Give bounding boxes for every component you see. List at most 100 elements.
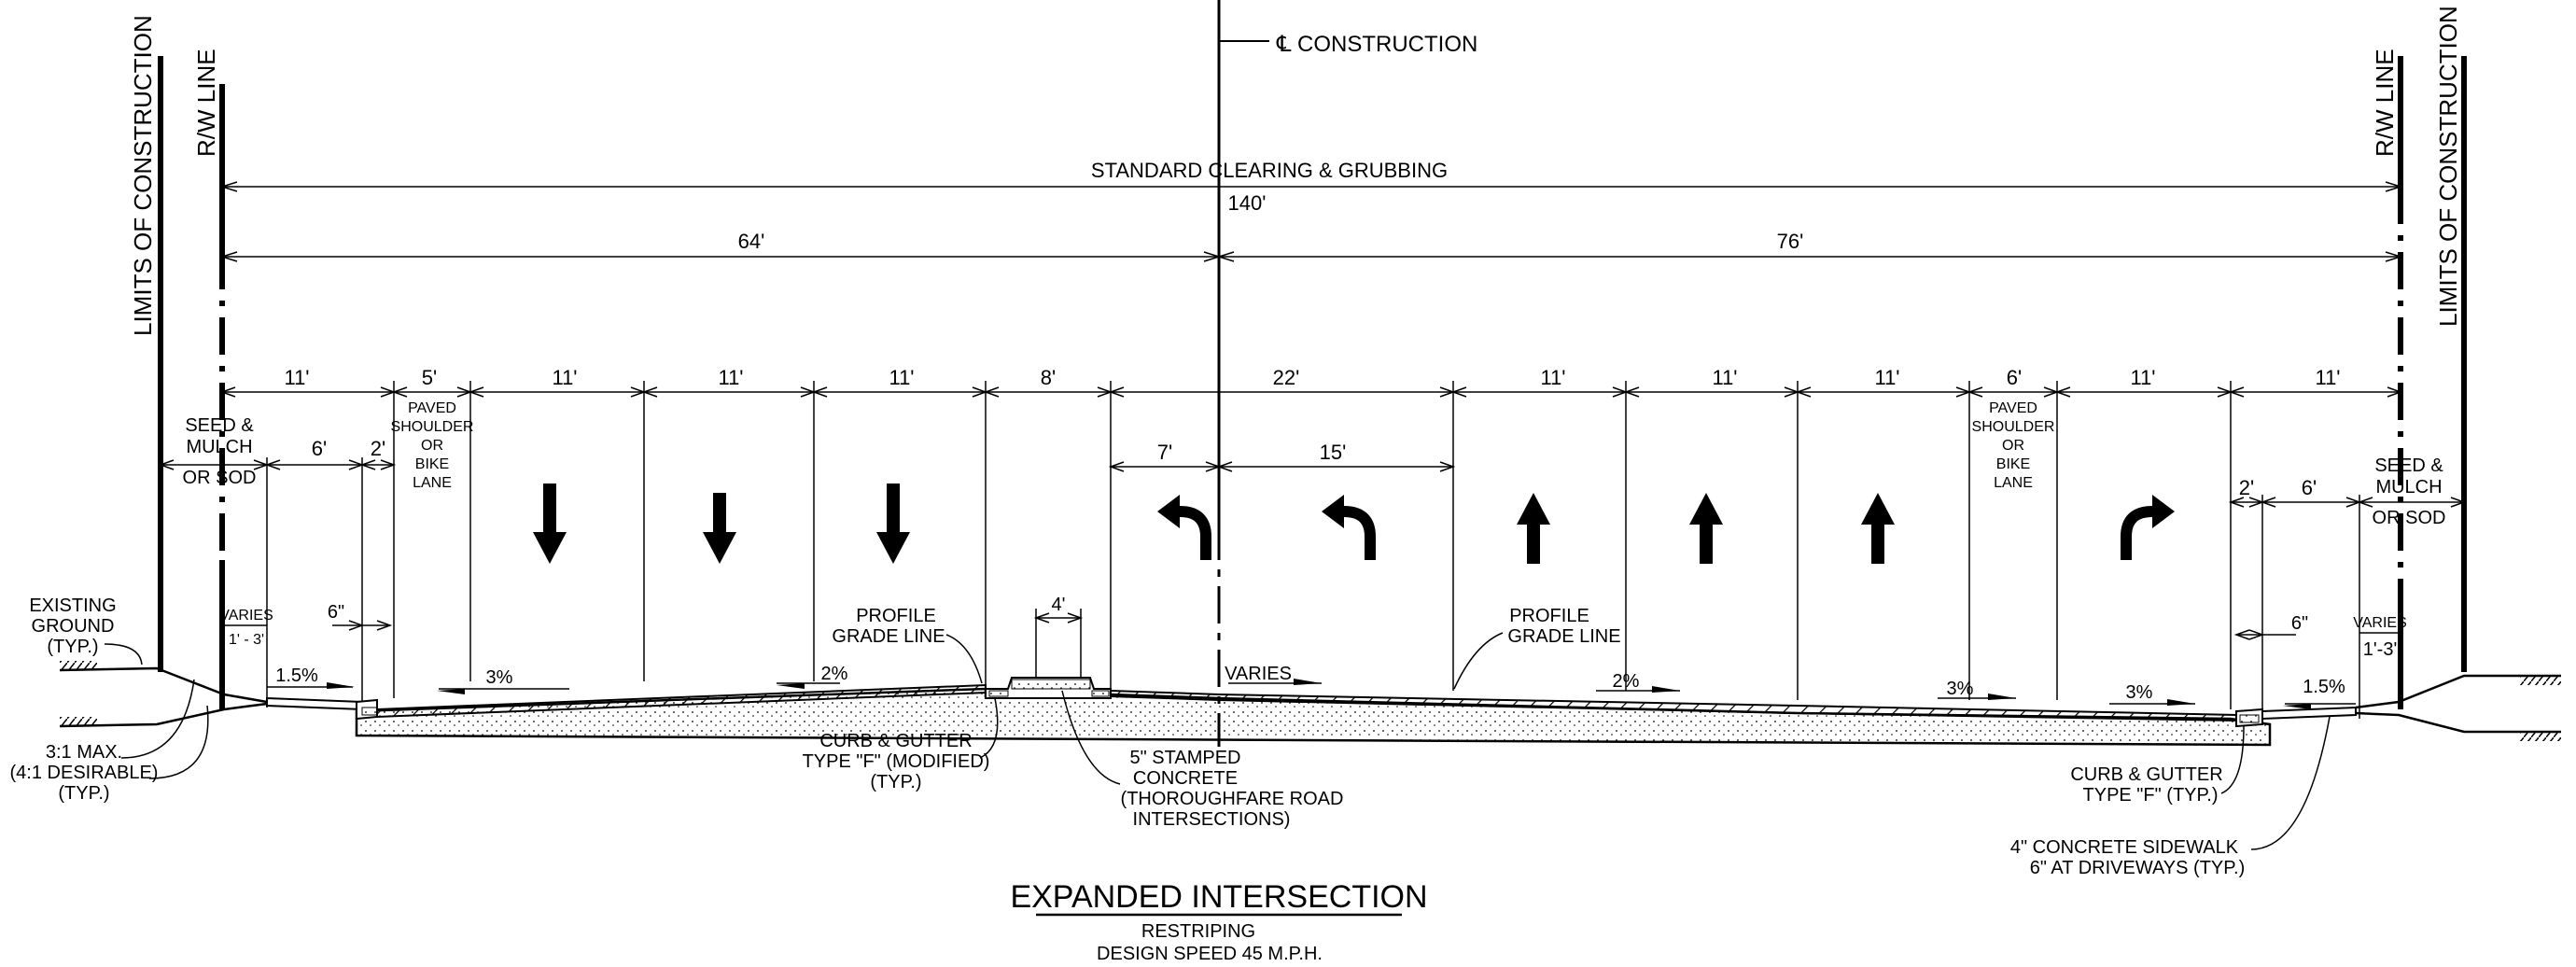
median-dim-label: 4': [1052, 595, 1066, 615]
seed-left-line1: SEED &: [185, 415, 254, 436]
slope-right-outer1-label: 3%: [1947, 679, 1974, 699]
median-curb: [985, 677, 1112, 699]
curb-left-line1: CURB & GUTTER: [819, 731, 972, 751]
lane-dim-13: 11': [2315, 366, 2340, 389]
sidewalk-right: [2261, 706, 2357, 721]
slope-note: 3:1 MAX. (4:1 DESIRABLE) (TYP.): [10, 679, 209, 804]
slope-right-outer2-label: 3%: [2126, 682, 2153, 703]
lane-dim-2: 5': [422, 366, 437, 389]
turn-dim-7: 7': [1157, 441, 1172, 464]
shoulder-right-line1: PAVED: [1989, 400, 2037, 416]
limits-left-label: LIMITS OF CONSTRUCTION: [129, 15, 157, 336]
shoulder-left-line1: PAVED: [408, 400, 456, 416]
centerline-symbol: ℄: [1276, 32, 1292, 57]
curb-gutter-right: [2235, 708, 2263, 728]
slope-right-outer2: 3%: [2109, 682, 2195, 706]
slope-left-outer: 1.5%: [267, 666, 355, 689]
seed-right-label: SEED & MULCH OR SOD: [2373, 455, 2446, 528]
varies-left-dim: VARIES 1' - 3': [219, 608, 273, 648]
curb-gutter-left: [356, 698, 378, 721]
slope-left-inner-label: 2%: [821, 664, 848, 684]
turn-dimension: [1108, 461, 1456, 472]
shoulder-left-label: PAVED SHOULDER OR BIKE LANE: [391, 400, 474, 491]
sub-dim-left-6: 6': [312, 437, 327, 460]
curb-right-dim-label: 6": [2291, 613, 2308, 634]
seed-left-line3: OR SOD: [183, 468, 257, 488]
lane-dim-5: 11': [889, 366, 914, 389]
slope-note-line2: (4:1 DESIRABLE): [10, 763, 159, 783]
seed-left-line2: MULCH: [186, 437, 252, 457]
curb-right-note: CURB & GUTTER TYPE "F" (TYP.): [2070, 725, 2245, 806]
varies-right-line2: 1'-3': [2363, 639, 2398, 660]
stamped-line3: (THOROUGHFARE ROAD: [1121, 789, 1344, 809]
curb-right-line2: TYPE "F" (TYP.): [2083, 785, 2219, 806]
down-arrow-3: [876, 484, 910, 564]
slope-left-outer-label: 1.5%: [275, 666, 318, 686]
curb-left-line2: TYPE "F" (MODIFIED): [803, 751, 990, 772]
varies-left-line2: 1' - 3': [229, 632, 264, 648]
profile-grade-right: PROFILE GRADE LINE: [1453, 606, 1621, 690]
shoulder-left-line2: SHOULDER: [391, 419, 474, 435]
lane-dim-12: 11': [2130, 366, 2155, 389]
shoulder-right-label: PAVED SHOULDER OR BIKE LANE: [1972, 400, 2055, 491]
varies-center-label: VARIES: [1225, 664, 1292, 684]
left-turn-arrow-2: [1322, 495, 1376, 560]
up-arrow-2: [1689, 493, 1723, 564]
lane-dim-1: 11': [284, 366, 309, 389]
curb-left-dim-label: 6": [328, 602, 344, 623]
sidewalk-left: [266, 696, 363, 711]
slope-left-lanes: 3%: [437, 667, 569, 694]
rw-line-right-label: R/W LINE: [2371, 49, 2399, 157]
slope-note-line3: (TYP.): [58, 783, 109, 804]
title-sub2: DESIGN SPEED 45 M.P.H.: [1097, 944, 1323, 964]
slope-right-lanes-label: 2%: [1613, 671, 1640, 692]
lane-dim-10: 11': [1874, 366, 1899, 389]
shoulder-right-line3: OR: [2002, 438, 2024, 454]
down-arrow-1: [533, 484, 567, 564]
up-arrow-3: [1861, 493, 1895, 564]
shoulder-left-line4: BIKE: [415, 456, 449, 472]
rw-line-left: R/W LINE: [192, 49, 225, 709]
turn-dim-15: 15': [1320, 441, 1347, 464]
existing-ground-left: [59, 661, 268, 728]
dimension-total-label: 140': [1228, 191, 1267, 215]
shoulder-right-line5: LANE: [1994, 475, 2033, 491]
sidewalk-line2: 6" AT DRIVEWAYS (TYP.): [2030, 858, 2246, 878]
stamped-concrete-note: 5" STAMPED CONCRETE (THOROUGHFARE ROAD I…: [1061, 690, 1344, 830]
sub-dimension-right: [2228, 495, 2467, 719]
slope-right-walk-label: 1.5%: [2303, 677, 2345, 697]
limits-left: LIMITS OF CONSTRUCTION: [129, 15, 163, 672]
shoulder-right-line2: SHOULDER: [1972, 419, 2055, 435]
shoulder-left-line3: OR: [421, 438, 443, 454]
centerline: ℄ CONSTRUCTION: [1217, 0, 1477, 747]
slope-right-lanes: 2%: [1596, 671, 1680, 693]
lane-dim-3: 11': [552, 366, 577, 389]
down-arrow-2: [703, 493, 736, 564]
limits-right-label: LIMITS OF CONSTRUCTION: [2434, 6, 2462, 327]
sub-dim-right-2: 2': [2239, 476, 2254, 499]
curb-left-dim: [332, 620, 393, 631]
dimension-halves: [219, 251, 2403, 262]
rw-line-left-label: R/W LINE: [192, 49, 220, 157]
profile-left-line2: GRADE LINE: [832, 626, 945, 647]
dimension-left-half: 64': [738, 230, 765, 253]
profile-right-line1: PROFILE: [1509, 606, 1589, 626]
title-block: EXPANDED INTERSECTION RESTRIPING DESIGN …: [1010, 879, 1427, 964]
varies-right-line1: VARIES: [2353, 615, 2407, 631]
existing-ground-line3: (TYP.): [47, 637, 98, 657]
existing-ground-right: [2355, 674, 2561, 741]
curb-left-line3: (TYP.): [870, 772, 921, 792]
seed-right-line3: OR SOD: [2373, 508, 2446, 528]
profile-left-line1: PROFILE: [856, 606, 936, 626]
seed-left-label: SEED & MULCH OR SOD: [183, 415, 257, 488]
shoulder-left-line5: LANE: [413, 475, 452, 491]
dimension-total: [219, 181, 2403, 192]
up-arrow-1: [1517, 493, 1550, 564]
stamped-line2: CONCRETE: [1133, 768, 1238, 789]
stamped-line1: 5" STAMPED: [1130, 748, 1241, 768]
lane-dim-8: 11': [1540, 366, 1565, 389]
lane-dim-9: 11': [1712, 366, 1737, 389]
profile-grade-left: PROFILE GRADE LINE: [832, 606, 983, 684]
shoulder-right-line4: BIKE: [1996, 456, 2030, 472]
lane-dim-4: 11': [718, 366, 743, 389]
